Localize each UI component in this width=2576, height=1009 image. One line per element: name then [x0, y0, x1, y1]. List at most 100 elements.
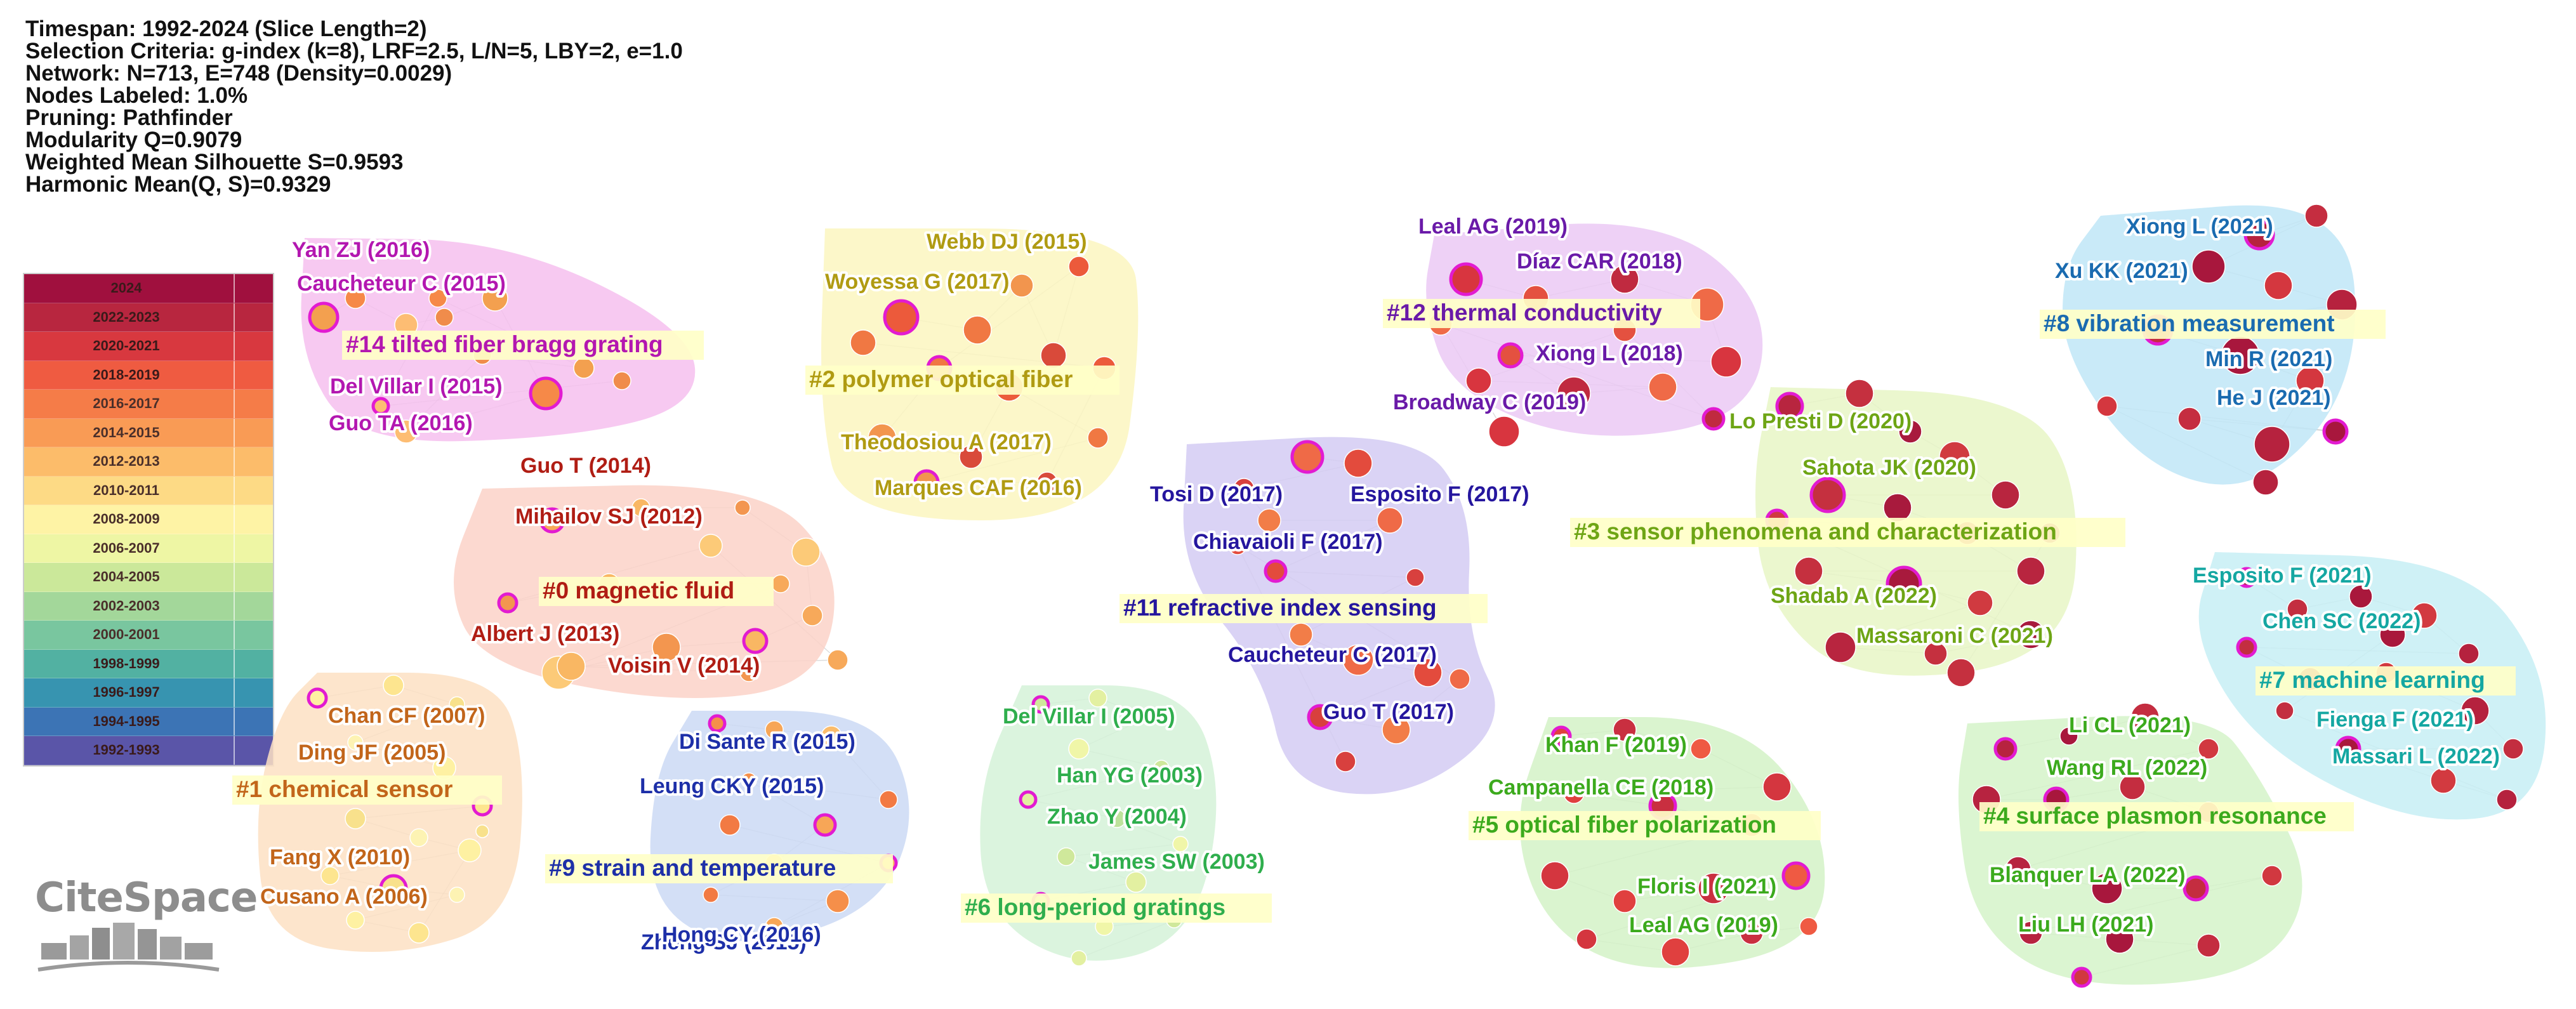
- network-node[interactable]: [734, 499, 751, 516]
- network-node[interactable]: [1010, 274, 1034, 298]
- network-node[interactable]: [345, 287, 366, 309]
- network-node[interactable]: [1710, 346, 1742, 378]
- network-node[interactable]: [2071, 966, 2092, 988]
- network-node[interactable]: [742, 628, 769, 654]
- network-node[interactable]: [1557, 376, 1591, 411]
- network-node[interactable]: [1648, 373, 1677, 402]
- network-node[interactable]: [1465, 367, 1492, 394]
- network-node[interactable]: [383, 675, 404, 696]
- network-node[interactable]: [1344, 449, 1373, 478]
- network-node[interactable]: [652, 633, 681, 662]
- network-node[interactable]: [1613, 718, 1637, 742]
- network-node[interactable]: [1845, 379, 1874, 408]
- network-node[interactable]: [435, 308, 454, 327]
- network-node[interactable]: [2016, 557, 2045, 586]
- network-node[interactable]: [1540, 861, 1569, 890]
- network-node[interactable]: [1967, 590, 1993, 616]
- network-node[interactable]: [850, 329, 876, 356]
- network-node[interactable]: [2096, 395, 2118, 417]
- network-node[interactable]: [1172, 836, 1189, 852]
- network-node[interactable]: [2264, 271, 2293, 300]
- network-node[interactable]: [308, 301, 340, 333]
- network-node[interactable]: [1413, 658, 1443, 687]
- network-node[interactable]: [708, 714, 727, 733]
- network-node[interactable]: [1449, 262, 1483, 296]
- network-node[interactable]: [2304, 204, 2328, 228]
- network-node[interactable]: [827, 649, 849, 671]
- network-node[interactable]: [2119, 774, 2146, 800]
- network-node[interactable]: [346, 911, 365, 930]
- network-node[interactable]: [739, 663, 758, 682]
- network-node[interactable]: [1497, 342, 1524, 369]
- network-node[interactable]: [1233, 478, 1255, 499]
- network-node[interactable]: [1883, 493, 1912, 522]
- network-node[interactable]: [1125, 871, 1147, 893]
- network-node[interactable]: [612, 371, 631, 390]
- network-node[interactable]: [2198, 738, 2219, 760]
- network-node[interactable]: [2016, 620, 2045, 649]
- network-node[interactable]: [379, 874, 408, 903]
- network-node[interactable]: [1898, 419, 1922, 444]
- network-node[interactable]: [1809, 477, 1846, 513]
- network-node[interactable]: [394, 419, 418, 444]
- network-node[interactable]: [1991, 480, 2020, 510]
- network-node[interactable]: [883, 299, 920, 336]
- network-node[interactable]: [2059, 727, 2078, 746]
- network-node[interactable]: [913, 469, 940, 496]
- network-node[interactable]: [1335, 751, 1356, 772]
- network-node[interactable]: [529, 376, 563, 411]
- network-node[interactable]: [557, 652, 586, 681]
- network-node[interactable]: [1040, 342, 1067, 369]
- network-node[interactable]: [1068, 256, 1090, 277]
- network-node[interactable]: [1019, 790, 1038, 809]
- network-node[interactable]: [2430, 767, 2457, 794]
- network-node[interactable]: [449, 696, 465, 713]
- network-node[interactable]: [1781, 861, 1811, 890]
- network-node[interactable]: [1449, 668, 1470, 690]
- network-node[interactable]: [1342, 644, 1374, 676]
- network-node[interactable]: [1068, 738, 1090, 760]
- network-node[interactable]: [2502, 738, 2524, 760]
- network-node[interactable]: [879, 790, 898, 809]
- network-node[interactable]: [699, 534, 723, 558]
- network-node[interactable]: [1701, 407, 1726, 431]
- network-node[interactable]: [1071, 950, 1087, 966]
- network-node[interactable]: [2005, 856, 2031, 883]
- network-node[interactable]: [1740, 921, 1764, 945]
- network-node[interactable]: [1799, 917, 1818, 936]
- network-node[interactable]: [1698, 873, 1729, 904]
- network-node[interactable]: [2091, 873, 2123, 904]
- network-node[interactable]: [963, 315, 992, 345]
- network-node[interactable]: [2236, 636, 2257, 658]
- network-node[interactable]: [497, 592, 519, 614]
- network-node[interactable]: [1610, 265, 1639, 294]
- network-node[interactable]: [1939, 441, 1971, 473]
- network-node[interactable]: [631, 498, 651, 517]
- network-node[interactable]: [1886, 565, 1922, 602]
- network-node[interactable]: [1307, 704, 1333, 730]
- network-node[interactable]: [1690, 738, 1712, 760]
- network-node[interactable]: [1924, 642, 1948, 666]
- network-node[interactable]: [2460, 696, 2490, 725]
- network-node[interactable]: [1057, 847, 1076, 866]
- network-node[interactable]: [475, 824, 489, 838]
- network-node[interactable]: [719, 814, 741, 836]
- network-node[interactable]: [2287, 598, 2308, 620]
- network-node[interactable]: [409, 828, 428, 847]
- network-node[interactable]: [2252, 469, 2279, 496]
- network-node[interactable]: [2275, 701, 2294, 720]
- network-node[interactable]: [2191, 249, 2226, 284]
- network-node[interactable]: [1946, 658, 1976, 687]
- network-node[interactable]: [1775, 392, 1804, 421]
- network-node[interactable]: [703, 887, 719, 903]
- network-node[interactable]: [802, 605, 823, 626]
- network-node[interactable]: [1794, 557, 1823, 586]
- network-node[interactable]: [765, 917, 784, 936]
- network-node[interactable]: [1088, 689, 1107, 708]
- network-node[interactable]: [345, 808, 366, 829]
- network-node[interactable]: [2019, 921, 2043, 945]
- network-node[interactable]: [868, 423, 897, 452]
- network-node[interactable]: [1377, 507, 1403, 534]
- network-node[interactable]: [1613, 889, 1637, 913]
- network-node[interactable]: [1406, 568, 1425, 587]
